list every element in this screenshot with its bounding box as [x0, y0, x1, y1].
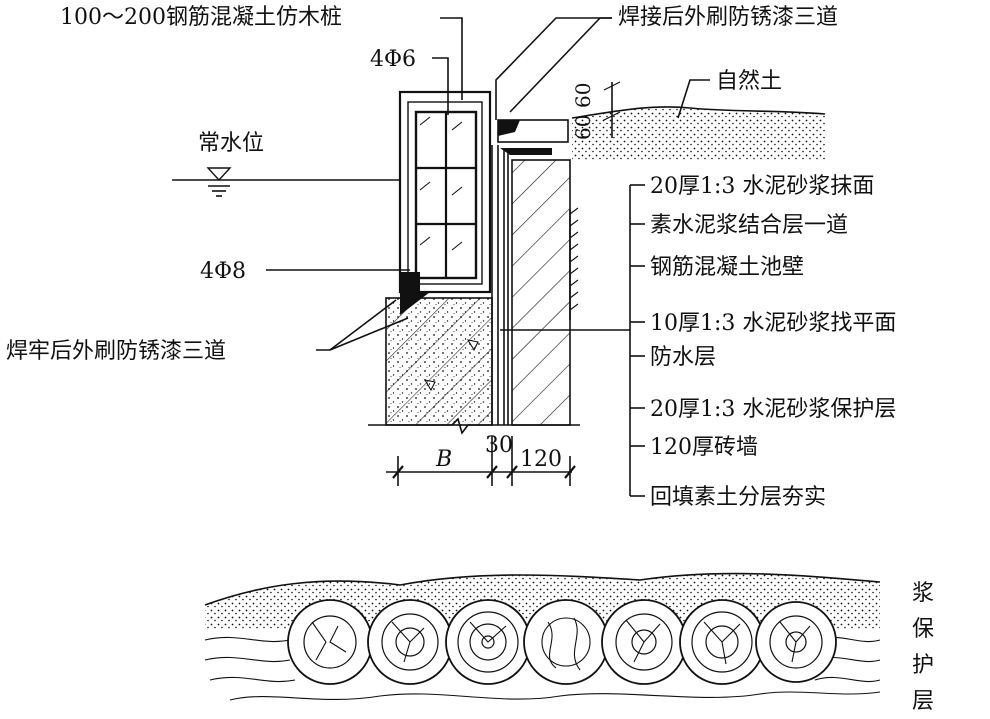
rebar-bottom-label: 4Φ8 — [200, 259, 246, 284]
natural-soil-label: 自然土 — [716, 69, 782, 94]
log-4 — [523, 599, 609, 685]
dim-60a-label: 60 — [571, 83, 595, 108]
layer-list: 20厚1:3 水泥砂浆抹面 素水泥浆结合层一道 钢筋混凝土池壁 10厚1:3 水… — [650, 174, 896, 510]
weld-bottom-label: 焊牢后外刷防锈漆三道 — [6, 339, 226, 364]
dimension-line — [386, 436, 576, 486]
pool-wall — [491, 119, 571, 426]
pile-label: 100～200钢筋混凝土仿木桩 — [60, 5, 342, 30]
water-level-symbol — [172, 167, 400, 197]
dim-120-label: 120 — [520, 447, 562, 472]
dim-60b-label: 60 — [571, 115, 595, 140]
layer-item: 20厚1:3 水泥砂浆抹面 — [650, 174, 874, 199]
earth-marks — [569, 207, 579, 320]
ground-line — [368, 417, 580, 435]
weld-top-label: 焊接后外刷防锈漆三道 — [618, 5, 838, 30]
side-char: 保 — [912, 617, 934, 642]
concrete-footing — [385, 297, 493, 426]
side-char: 层 — [912, 689, 934, 714]
log-row-section — [204, 572, 881, 701]
side-char: 浆 — [912, 581, 934, 606]
layer-item: 10厚1:3 水泥砂浆找平面 — [650, 311, 896, 336]
dim-b-label: B — [435, 447, 452, 472]
log-2 — [367, 599, 453, 685]
natural-soil-band — [571, 106, 826, 160]
log-1 — [287, 599, 373, 685]
side-char: 护 — [912, 653, 934, 678]
water-level-label: 常水位 — [198, 131, 264, 156]
layer-item: 120厚砖墙 — [650, 435, 758, 460]
log-5 — [601, 599, 687, 685]
log-6 — [679, 599, 765, 685]
layer-item: 20厚1:3 水泥砂浆保护层 — [650, 397, 896, 422]
side-vertical-text: 浆 保 护 层 — [912, 581, 934, 714]
layer-item: 防水层 — [650, 345, 716, 370]
layer-item: 回填素土分层夯实 — [650, 485, 826, 510]
layer-item: 素水泥浆结合层一道 — [650, 213, 848, 238]
layer-item: 钢筋混凝土池壁 — [650, 255, 804, 280]
leader-lines — [266, 17, 710, 497]
dim-30-label: 30 — [485, 433, 513, 458]
imitation-wood-pile — [398, 90, 492, 315]
rebar-top-label: 4Φ6 — [370, 47, 416, 72]
log-7 — [755, 601, 837, 683]
log-3 — [445, 599, 531, 685]
